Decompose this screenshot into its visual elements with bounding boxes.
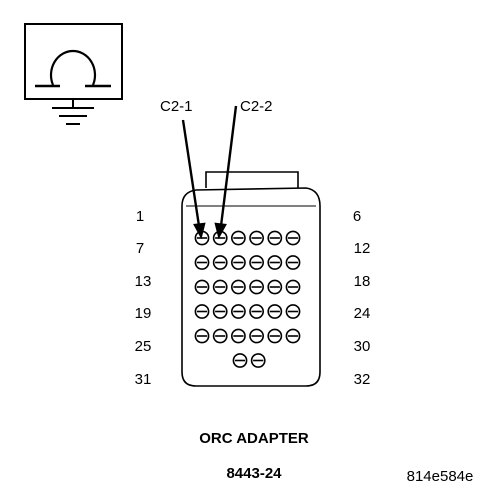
pin-number: 19 xyxy=(135,305,152,322)
diagram-title: ORC ADAPTER xyxy=(199,430,309,447)
part-number: 8443-24 xyxy=(226,465,282,482)
connector-pins xyxy=(194,230,301,368)
pin-numbers-right: 6 12 18 24 30 32 xyxy=(353,208,371,388)
pin-number: 30 xyxy=(354,338,371,355)
callout-c2-2: C2-2 xyxy=(240,98,273,115)
pin-number: 24 xyxy=(354,305,371,322)
figure-id: 814e584e xyxy=(407,468,474,485)
pin-number: 6 xyxy=(353,208,361,225)
connector-body xyxy=(181,171,321,387)
ohm-ground-icon xyxy=(24,23,123,125)
pin-number: 13 xyxy=(135,273,152,290)
pin-numbers-left: 1 7 13 19 25 31 xyxy=(135,208,152,388)
callout-arrows xyxy=(181,105,238,240)
pin-number: 25 xyxy=(135,338,152,355)
pin-number: 18 xyxy=(354,273,371,290)
callout-c2-1: C2-1 xyxy=(160,98,193,115)
pin-number: 1 xyxy=(136,208,144,225)
pin-number: 31 xyxy=(135,371,152,388)
pin-number: 7 xyxy=(136,240,144,257)
arrow-c2-2 xyxy=(219,105,238,227)
arrow-c2-1 xyxy=(181,119,201,227)
pin-number: 12 xyxy=(354,240,371,257)
pin-number: 32 xyxy=(354,371,371,388)
